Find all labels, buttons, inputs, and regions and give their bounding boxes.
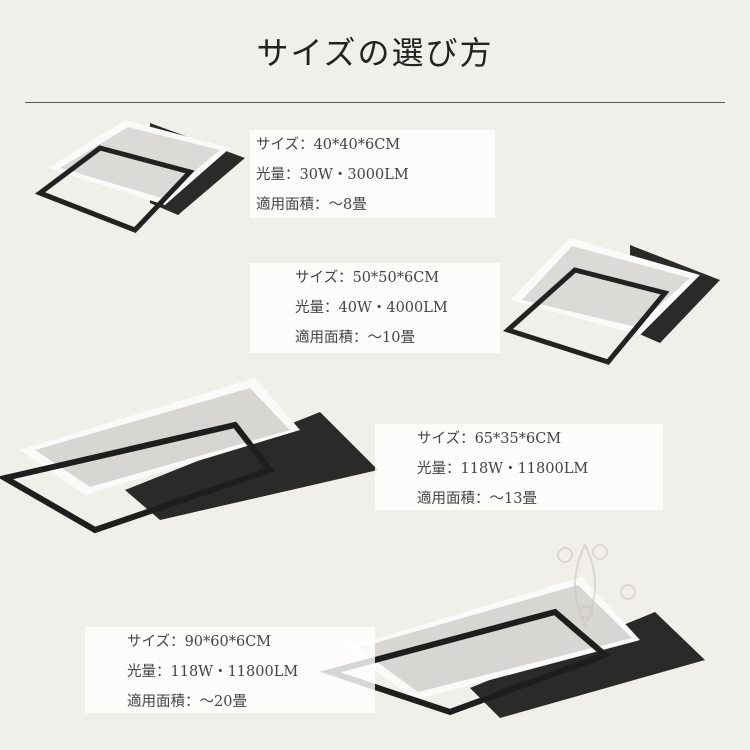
spec-size: サイズ：40*40*6CM <box>256 137 401 153</box>
spec-area: 適用面積：～13畳 <box>417 491 537 507</box>
spec-card-40x40: サイズ：40*40*6CM 光量：30W・3000LM 適用面積：～8畳 <box>250 130 495 218</box>
spec-size: サイズ：65*35*6CM <box>417 431 562 447</box>
lamp-image-65x35 <box>0 378 378 534</box>
spec-card-50x50: サイズ：50*50*6CM 光量：40W・4000LM 適用面積：～10畳 <box>250 263 500 353</box>
spec-card-65x35: サイズ：65*35*6CM 光量：118W・11800LM 適用面積：～13畳 <box>375 424 663 510</box>
spec-light: 光量：118W・11800LM <box>127 664 299 680</box>
spec-light: 光量：118W・11800LM <box>417 461 589 477</box>
lamp-image-40x40 <box>34 120 245 233</box>
watermark-logo <box>557 542 636 628</box>
divider <box>25 102 725 103</box>
spec-area: 適用面積：～20畳 <box>127 694 247 710</box>
spec-area: 適用面積：～10畳 <box>295 330 415 346</box>
spec-light: 光量：30W・3000LM <box>256 167 409 183</box>
lamp-image-90x60 <box>319 577 705 718</box>
spec-light: 光量：40W・4000LM <box>295 300 448 316</box>
spec-area: 適用面積：～8畳 <box>256 197 367 213</box>
spec-card-90x60: サイズ：90*60*6CM 光量：118W・11800LM 適用面積：～20畳 <box>85 627 375 713</box>
lamp-image-50x50 <box>503 238 720 365</box>
spec-size: サイズ：50*50*6CM <box>295 270 440 286</box>
spec-size: サイズ：90*60*6CM <box>127 634 272 650</box>
page-title: サイズの選び方 <box>256 34 494 72</box>
